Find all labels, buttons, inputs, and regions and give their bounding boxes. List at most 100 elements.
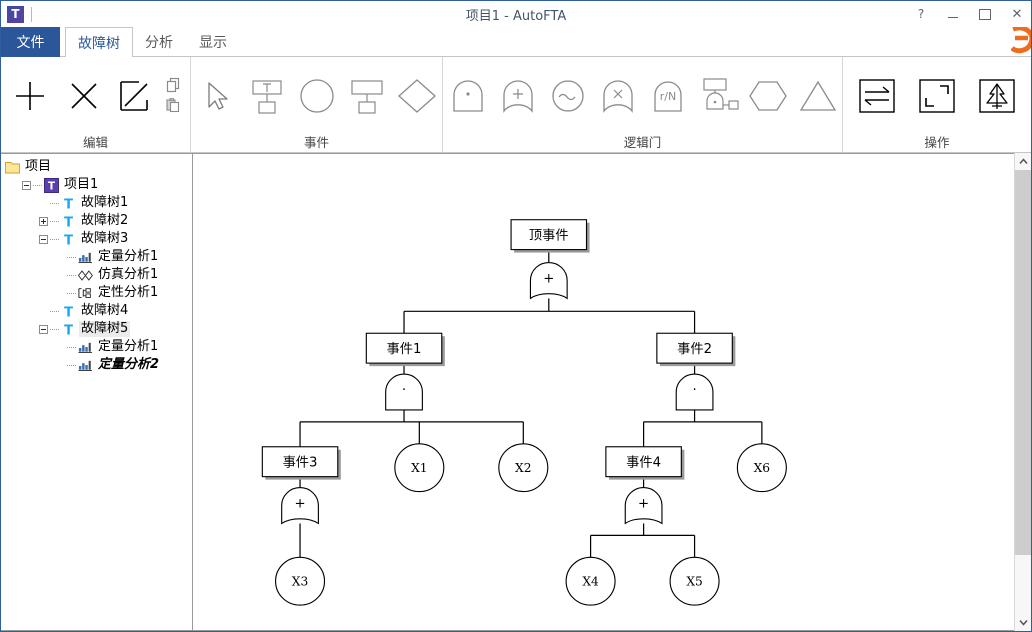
diamond-event-button[interactable]: [392, 75, 442, 117]
scroll-up-button[interactable]: [1015, 153, 1031, 170]
diagram-node-x5[interactable]: X5: [669, 556, 720, 606]
xor-gate-button[interactable]: [593, 75, 643, 117]
and-gate[interactable]: [385, 373, 423, 411]
event-rect[interactable]: [261, 446, 339, 478]
window-title: 项目1 - AutoFTA: [465, 8, 567, 24]
hexagon-transfer-button[interactable]: [743, 75, 793, 117]
diagram-node-x2[interactable]: X2: [498, 443, 549, 493]
or-gate[interactable]: [529, 262, 568, 300]
edit-shape-button[interactable]: [111, 78, 159, 114]
collapse-toggle-icon[interactable]: [39, 234, 48, 244]
event-rect[interactable]: [510, 219, 588, 251]
svg-text:T: T: [64, 305, 73, 319]
tree-item[interactable]: 定量分析1: [5, 248, 192, 266]
help-button[interactable]: ?: [917, 7, 925, 21]
diagram-node-e1[interactable]: 事件1: [365, 332, 445, 367]
intermediate-event-button[interactable]: [342, 75, 392, 117]
basic-event-circle[interactable]: [736, 443, 787, 493]
maximize-button[interactable]: [977, 6, 993, 22]
tab-fault-tree[interactable]: 故障树: [65, 27, 133, 58]
basic-event-circle[interactable]: [275, 556, 326, 606]
diagram-node-g1[interactable]: ·: [385, 373, 423, 411]
tab-display[interactable]: 显示: [199, 35, 227, 51]
add-button[interactable]: [3, 78, 57, 114]
minimize-button[interactable]: [945, 6, 961, 22]
event-rect[interactable]: [365, 332, 443, 364]
expand-toggle-icon[interactable]: [39, 216, 48, 226]
diagram-node-e3[interactable]: 事件3: [261, 446, 341, 480]
delete-button[interactable]: [57, 78, 111, 114]
diagram-node-g3[interactable]: +: [281, 487, 319, 525]
bar-chart-icon: [78, 340, 93, 355]
basic-event-circle[interactable]: [394, 443, 445, 493]
tree-item[interactable]: 定性分析1: [5, 284, 192, 302]
tree-item[interactable]: T 故障树4: [5, 302, 192, 320]
diagram-node-e2[interactable]: 事件2: [656, 332, 736, 367]
triangle-transfer-button[interactable]: [793, 75, 843, 117]
paste-button[interactable]: [165, 97, 183, 115]
ribbon-group-label-logic-gates: 逻辑门: [623, 135, 662, 150]
tree-item[interactable]: 仿真分析1: [5, 266, 192, 284]
tree-item[interactable]: 项目: [5, 158, 192, 176]
node-label: 事件2: [677, 341, 712, 357]
cursor-arrow-button[interactable]: [192, 77, 242, 115]
or-gate-button[interactable]: [493, 75, 543, 117]
tree-connector: [33, 184, 42, 186]
and-gate[interactable]: [675, 373, 714, 411]
node-label: 事件4: [626, 455, 661, 471]
xor-circle-gate-button[interactable]: [543, 75, 593, 117]
diagram-node-x6[interactable]: X6: [736, 443, 787, 493]
priority-and-gate-button[interactable]: [693, 75, 743, 117]
diagram-node-g4[interactable]: +: [624, 487, 663, 525]
diagram-node-g2[interactable]: ·: [675, 373, 714, 411]
tree-connector: [50, 238, 59, 240]
basic-event-circle-button[interactable]: [292, 75, 342, 117]
tree-item[interactable]: 定量分析2: [5, 356, 192, 374]
and-gate-button[interactable]: [443, 75, 493, 117]
swap-arrows-button[interactable]: [856, 75, 898, 117]
diagram-node-e4[interactable]: 事件4: [605, 446, 685, 480]
tab-file[interactable]: 文件: [1, 27, 60, 57]
tree-item-label: 项目1: [64, 177, 99, 192]
ribbon-group-label-edit: 编辑: [82, 135, 108, 150]
voting-gate-button[interactable]: r/N: [643, 75, 693, 117]
basic-event-circle[interactable]: [565, 556, 616, 606]
diagram-node-x4[interactable]: X4: [565, 556, 616, 606]
tree-item-label: 故障树2: [81, 213, 129, 228]
event-rect[interactable]: [605, 446, 682, 478]
diagram-node-top[interactable]: 顶事件: [510, 219, 590, 253]
fit-view-button[interactable]: [916, 75, 958, 117]
or-gate[interactable]: [624, 487, 663, 525]
tree-layout-button[interactable]: [976, 75, 1018, 117]
basic-event-circle[interactable]: [498, 443, 549, 493]
top-event-button[interactable]: [242, 75, 292, 117]
event-rect[interactable]: [656, 332, 733, 364]
scroll-down-button[interactable]: [1015, 614, 1031, 631]
basic-event-circle[interactable]: [669, 556, 720, 606]
vertical-scrollbar[interactable]: [1014, 153, 1031, 631]
tree-item[interactable]: 定量分析1: [5, 338, 192, 356]
tree-item-label: 故障树5: [79, 321, 131, 337]
collapse-toggle-icon[interactable]: [22, 180, 31, 190]
tree-item-label: 故障树3: [81, 231, 129, 246]
close-button[interactable]: ✕: [1011, 6, 1023, 22]
diagram-node-x3[interactable]: X3: [275, 556, 326, 606]
scrollbar-thumb[interactable]: [1015, 170, 1031, 555]
diagram-node-g0[interactable]: +: [529, 262, 568, 300]
diagram-node-x1[interactable]: X1: [394, 443, 445, 493]
tab-analysis[interactable]: 分析: [145, 35, 173, 51]
tree-item-label: 故障树1: [81, 195, 129, 210]
tree-item-label: 故障树4: [81, 303, 129, 318]
collapse-toggle-icon[interactable]: [39, 324, 48, 334]
copy-button[interactable]: [165, 77, 183, 95]
or-gate[interactable]: [281, 487, 319, 525]
